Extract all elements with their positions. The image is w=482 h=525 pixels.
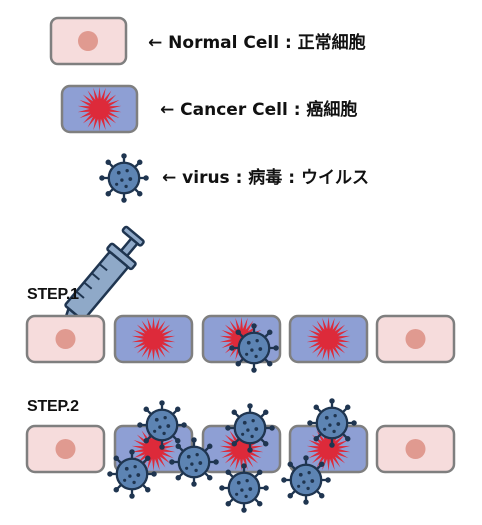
normal-cell (25, 314, 106, 364)
legend-cancer-cell (60, 84, 139, 134)
legend-virus-icon (98, 152, 150, 204)
virus-icon (306, 397, 358, 449)
legend-cancer-cell-label: ← Cancer Cell : 癌細胞 (160, 100, 358, 120)
virus-icon (106, 448, 158, 500)
step1-label: STEP.1 (27, 286, 79, 303)
virus-icon (136, 399, 188, 451)
cancer-cell (60, 84, 139, 134)
virus-icon (224, 402, 276, 454)
cell-row-step2 (25, 424, 456, 474)
normal-cell (375, 314, 456, 364)
virus-icon (280, 454, 332, 506)
virus-icon (218, 462, 270, 514)
cancer-cell (288, 314, 369, 364)
step2-label: STEP.2 (27, 398, 79, 415)
normal-cell (25, 424, 106, 474)
legend-normal-cell (49, 16, 128, 66)
virus-icon (168, 436, 220, 488)
normal-cell (375, 424, 456, 474)
virus-icon (228, 322, 280, 374)
legend-normal-cell-label: ← Normal Cell : 正常細胞 (148, 33, 366, 53)
cancer-cell (113, 314, 194, 364)
legend-virus-label: ← virus : 病毒 : ウイルス (162, 168, 369, 188)
